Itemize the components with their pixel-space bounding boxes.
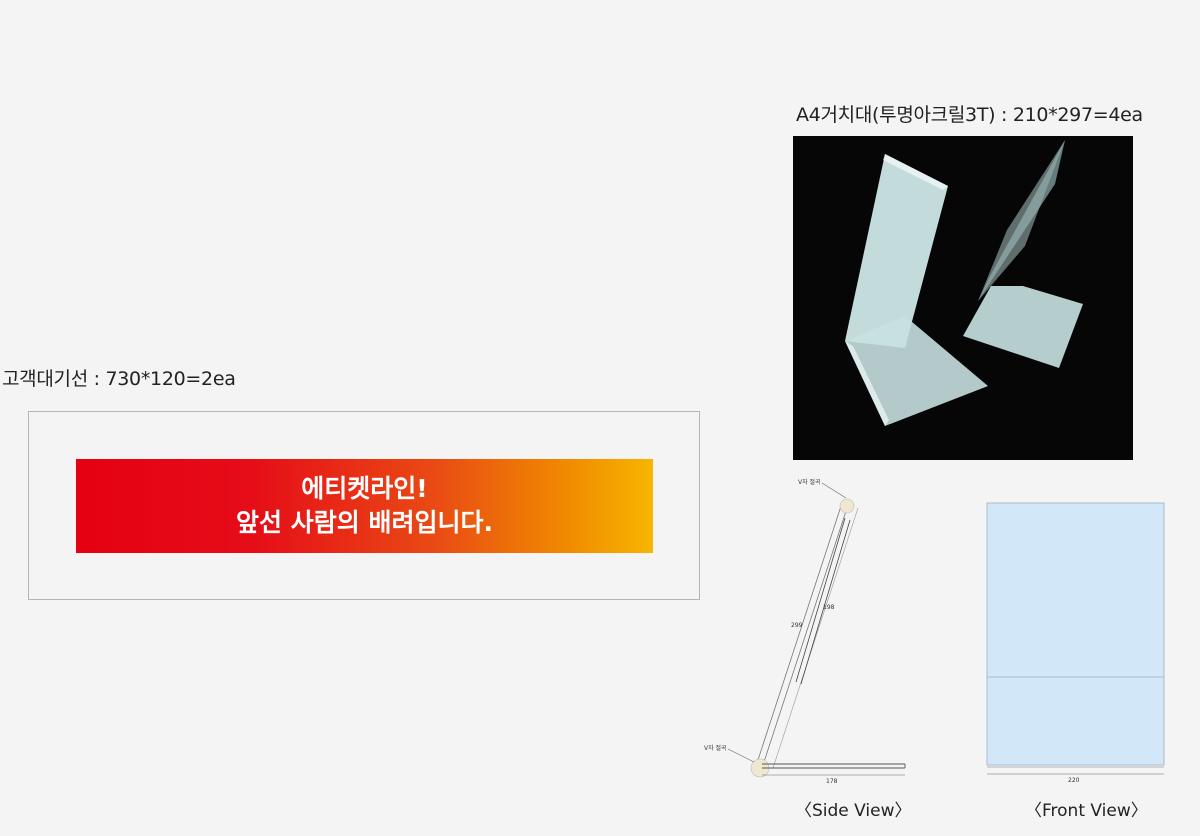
dim-short-line-b: [800, 519, 851, 685]
bottom-leader: [727, 748, 755, 763]
left-stand-base: [845, 316, 988, 426]
top-leader: [821, 482, 847, 499]
left-stand-upright: [845, 154, 948, 348]
a4-stand-photo: [793, 136, 1133, 460]
panel-back-line: [772, 507, 859, 769]
front-width-value: 220: [1068, 777, 1080, 784]
panel-inner-line: [762, 504, 849, 766]
dim-short-line-a: [795, 517, 846, 683]
a4-stand-title: A4거치대(투명아크릴3T) : 210*297=4ea: [796, 104, 1143, 126]
side-view-svg: V자 절곡 178 299 198 V자 절곡: [704, 478, 906, 785]
front-view-drawing: 220: [980, 495, 1170, 790]
acrylic-stand-render: [845, 140, 1083, 426]
banner-line-1: 에티켓라인!: [301, 474, 428, 503]
left-stand-base-edge: [845, 341, 889, 426]
queue-line-outline: [28, 411, 700, 600]
side-view-caption: 〈Side View〉: [795, 801, 912, 821]
front-view-caption: 〈Front View〉: [1025, 801, 1148, 821]
top-bend-label: V자 절곡: [798, 478, 821, 486]
queue-line-title: 고객대기선 : 730*120=2ea: [2, 368, 236, 390]
base-dimension-value: 178: [826, 778, 838, 785]
front-panel: [986, 502, 1165, 766]
panel-outer-line: [756, 502, 843, 764]
front-view-svg: 220: [986, 502, 1165, 784]
right-stand-base: [963, 286, 1083, 368]
short-dimension-value: 198: [823, 604, 835, 611]
right-stand-upright-face: [978, 140, 1065, 301]
long-dimension-value: 299: [791, 622, 803, 629]
etiquette-line-banner: 에티켓라인! 앞선 사람의 배려입니다.: [76, 459, 653, 553]
side-view-drawing: V자 절곡 178 299 198 V자 절곡: [700, 470, 915, 790]
top-bend-marker: [839, 498, 855, 514]
banner-line-2: 앞선 사람의 배려입니다.: [236, 508, 493, 537]
bottom-bend-label: V자 절곡: [704, 744, 727, 752]
left-stand-edge-highlight: [883, 154, 948, 190]
